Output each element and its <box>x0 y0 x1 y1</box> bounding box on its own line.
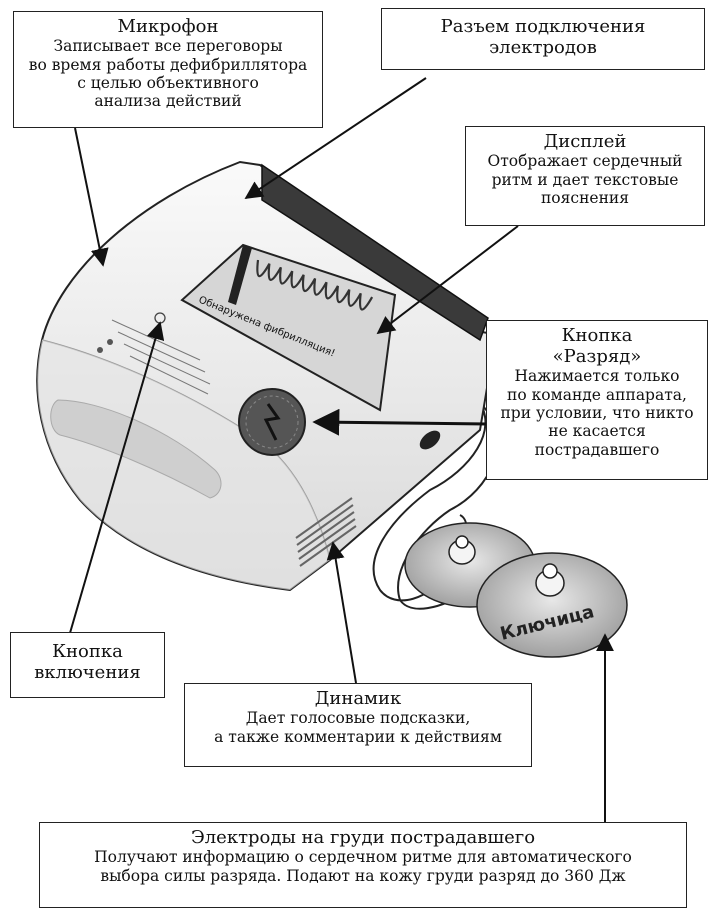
shock-line: не касается <box>548 422 646 441</box>
electrodes-title: Электроды на груди пострадавшего <box>190 827 536 848</box>
display-screen: Обнаружена фибрилляция! <box>180 243 397 412</box>
shock-line: пострадавшего <box>534 440 660 459</box>
shock-button <box>238 388 306 456</box>
display-line: пояснения <box>540 188 630 207</box>
electrodes-line: выбора силы разряда. Подают на кожу груд… <box>100 866 626 885</box>
callout-microphone: Микрофон Записывает все переговоры во вр… <box>13 11 323 128</box>
handle-recess <box>50 399 222 499</box>
callout-shock-button: Кнопка «Разряд» Нажимается только по ком… <box>486 320 708 480</box>
display-line: Отображает сердечный <box>487 152 683 171</box>
display-title: Дисплей <box>543 131 627 152</box>
power-line: Кнопка <box>52 641 123 662</box>
microphone-line: во время работы дефибриллятора <box>28 55 308 74</box>
microphone-line: с целью объективного <box>77 73 259 92</box>
callout-connector: Разъем подключения электродов <box>381 8 705 70</box>
speaker-title: Динамик <box>314 688 402 709</box>
speaker-line: а также комментарии к действиям <box>214 727 502 746</box>
leader-power <box>69 321 165 634</box>
electrodes-line: Получают информацию о сердечном ритме дл… <box>94 848 632 867</box>
callout-speaker: Динамик Дает голосовые подсказки, а такж… <box>184 683 532 767</box>
side-port <box>419 430 441 450</box>
microphone-line: Записывает все переговоры <box>53 37 283 56</box>
shock-subtitle: «Разряд» <box>552 346 642 368</box>
speaker-line: Дает голосовые подсказки, <box>245 709 471 728</box>
leader-connector <box>244 77 427 199</box>
display-line: ритм и дает текстовые <box>491 170 679 189</box>
shock-line: по команде аппарата, <box>507 385 687 404</box>
electrode-pad-2: Ключица <box>476 552 628 658</box>
leader-speaker <box>326 541 357 684</box>
callout-display: Дисплей Отображает сердечный ритм и дает… <box>465 126 705 226</box>
microphone-title: Микрофон <box>117 16 219 37</box>
leader-shock <box>312 408 489 436</box>
callout-electrodes: Электроды на груди пострадавшего Получаю… <box>39 822 687 908</box>
shock-line: Нажимается только <box>514 367 680 386</box>
shock-line: при условии, что никто <box>500 404 694 423</box>
callout-power-button: Кнопка включения <box>10 632 165 698</box>
connector-line: электродов <box>489 37 597 59</box>
power-line: включения <box>34 662 141 684</box>
indicator-panel <box>97 312 211 395</box>
leader-display <box>376 225 519 335</box>
ecg-wave <box>256 259 374 311</box>
shock-title: Кнопка <box>561 325 633 346</box>
leader-microphone <box>74 127 109 267</box>
connector-line: Разъем подключения <box>440 16 646 37</box>
microphone-line: анализа действий <box>94 92 242 111</box>
